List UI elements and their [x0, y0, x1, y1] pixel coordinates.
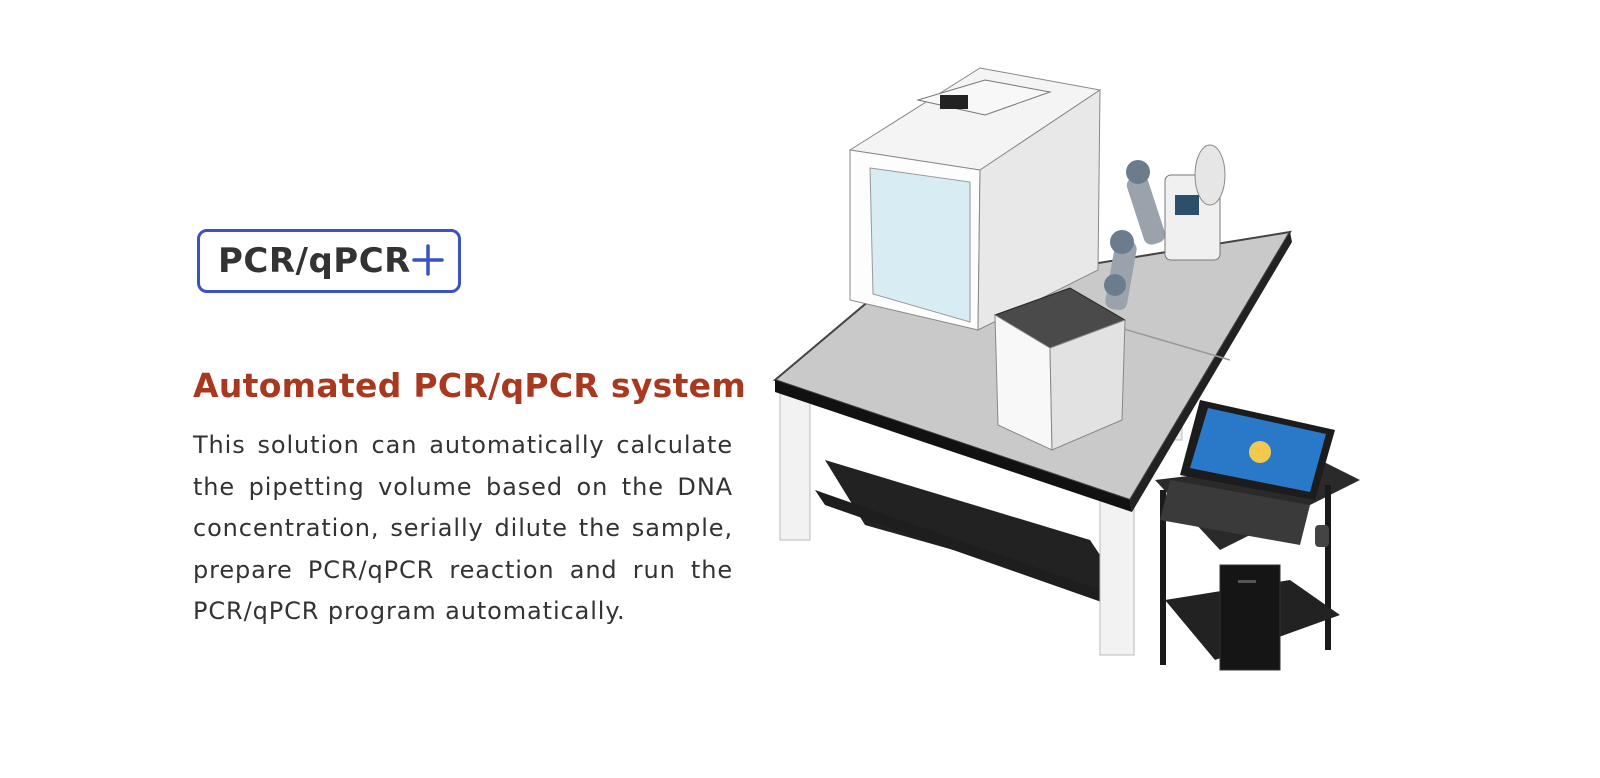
automated-workstation-illustration [772, 67, 1360, 671]
tag-label: PCR/qPCR [218, 241, 411, 281]
plus-icon [412, 244, 444, 276]
section-description: This solution can automatically calculat… [193, 431, 733, 625]
pcr-qpcr-tag-button[interactable]: PCR/qPCR [197, 229, 461, 293]
section-title: Automated PCR/qPCR system [193, 366, 747, 405]
